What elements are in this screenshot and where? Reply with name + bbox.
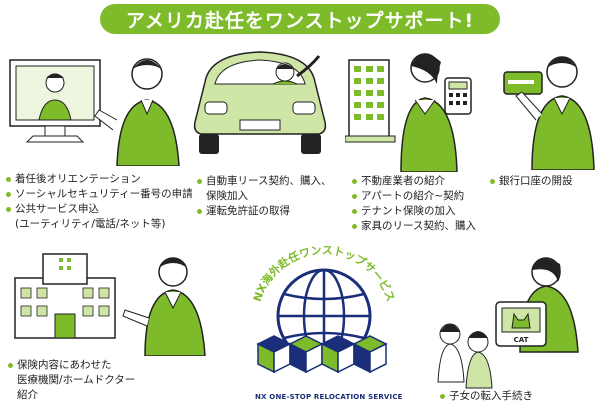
- car-list: 自動車リース契約、購入、 保険加入 運転免許証の取得: [197, 174, 331, 219]
- list-item: 子女の転入手続き: [440, 389, 533, 404]
- svg-text:NX海外赴任ワンストップサービス: NX海外赴任ワンストップサービス: [251, 244, 397, 303]
- list-item: 着任後オリエンテーション: [6, 172, 193, 187]
- list-item: 運転免許証の取得: [197, 204, 331, 219]
- medical-list: 保険内容にあわせた 医療機関/ホームドクター 紹介: [8, 358, 135, 403]
- housing-list: 不動産業者の紹介 アパートの紹介~契約 テナント保険の加入 家具のリース契約、購…: [352, 174, 476, 234]
- list-item: 家具のリース契約、購入: [352, 219, 476, 234]
- list-item: ソーシャルセキュリティー番号の申請: [6, 187, 193, 202]
- orientation-list: 着任後オリエンテーション ソーシャルセキュリティー番号の申請 公共サービス申込 …: [6, 172, 193, 232]
- logo-arc-text: NX海外赴任ワンストップサービス: [251, 244, 397, 303]
- logo-bottom-text: NX ONE-STOP RELOCATION SERVICE: [255, 393, 403, 401]
- list-item: 自動車リース契約、購入、: [197, 174, 331, 189]
- list-item: 保険加入: [206, 190, 248, 202]
- bank-list: 銀行口座の開設: [490, 174, 573, 189]
- list-item: 銀行口座の開設: [490, 174, 573, 189]
- nx-logo-globe-icon: [256, 268, 388, 374]
- list-item: 紹介: [17, 389, 38, 401]
- list-item: テナント保険の加入: [352, 204, 476, 219]
- car-illustration: [193, 51, 327, 154]
- list-item: 公共サービス申込: [6, 202, 193, 217]
- school-list: 子女の転入手続き: [440, 389, 533, 404]
- list-item: 保険内容にあわせた: [8, 358, 135, 373]
- list-item: アパートの紹介~契約: [352, 189, 476, 204]
- hospital-illustration: [14, 253, 206, 356]
- video-call-illustration: [9, 58, 180, 166]
- bank-card-illustration: [503, 56, 595, 170]
- banner-title: アメリカ赴任をワンストップサポート!: [100, 4, 500, 34]
- list-item: (ユーティリティ/電話/ネット等): [15, 218, 166, 230]
- apartment-illustration: [345, 53, 472, 172]
- list-item: 不動産業者の紹介: [352, 174, 476, 189]
- svg-text:CAT: CAT: [514, 336, 529, 344]
- school-illustration: CAT: [437, 257, 579, 389]
- list-item: 医療機関/ホームドクター: [17, 374, 136, 386]
